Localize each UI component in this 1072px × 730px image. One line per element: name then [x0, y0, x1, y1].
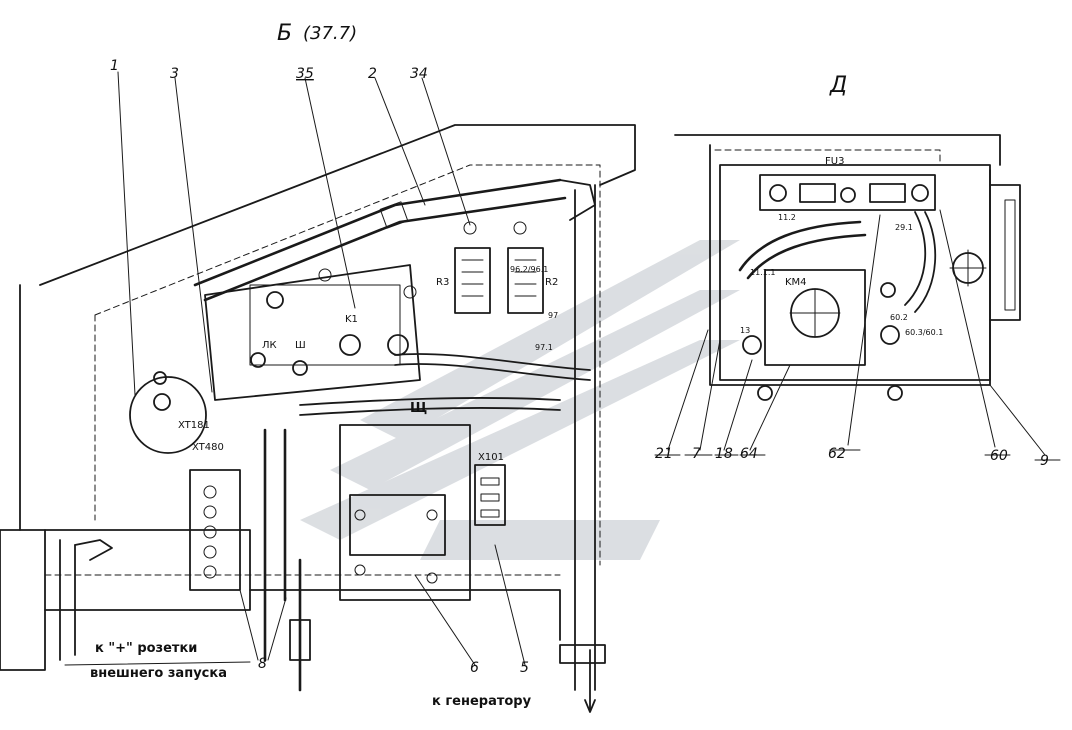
label-x101: X101	[478, 452, 504, 463]
note-generator: к генератору	[432, 694, 532, 709]
callout-8: 8	[258, 656, 267, 672]
watermark-logo	[300, 240, 740, 560]
wire-label: 96.2/96.1	[510, 265, 548, 274]
callout-6: 6	[470, 660, 479, 676]
note-socket-line2: внешнего запуска	[90, 666, 227, 681]
callout-9: 9	[1040, 453, 1049, 469]
wire-label: 29.1	[895, 223, 913, 232]
callout-60: 60	[990, 448, 1008, 464]
callout-1: 1	[110, 58, 119, 74]
wire-label: 97.1	[535, 343, 553, 352]
callout-34: 34	[410, 66, 428, 82]
label-xt480: XT480	[192, 442, 224, 453]
wire-label: 13	[740, 326, 750, 335]
view-b-title: Б	[277, 21, 292, 46]
wire-label: 60.2	[890, 313, 908, 322]
callout-5: 5	[520, 660, 529, 676]
wire-label: 11.1.1	[750, 268, 775, 277]
label-r3: R3	[436, 277, 449, 288]
callout-21: 21	[655, 446, 673, 462]
label-lk: ЛК	[262, 340, 277, 351]
view-d-title: Д	[829, 73, 847, 98]
wire-label: 60.3/60.1	[905, 328, 943, 337]
callout-62: 62	[828, 446, 846, 462]
label-km4: KM4	[785, 277, 807, 288]
label-fu3: FU3	[825, 156, 844, 167]
view-b	[0, 71, 636, 713]
wire-label: 97	[548, 311, 558, 320]
view-d	[654, 134, 1061, 461]
callout-3: 3	[170, 66, 179, 82]
label-r2: R2	[545, 277, 558, 288]
label-sh: Ш	[295, 340, 306, 351]
callout-2: 2	[368, 66, 377, 82]
label-ts: Щ	[410, 401, 427, 416]
view-b-subtitle: (37.7)	[303, 23, 357, 44]
note-socket-line1: к "+" розетки	[95, 641, 197, 656]
label-xt181: XT181	[178, 420, 210, 431]
callout-7: 7	[692, 446, 701, 462]
callout-64: 64	[740, 446, 758, 462]
callout-18: 18	[715, 446, 733, 462]
callout-35: 35	[296, 66, 314, 82]
label-k1: K1	[345, 314, 358, 325]
wire-label: 11.2	[778, 213, 796, 222]
